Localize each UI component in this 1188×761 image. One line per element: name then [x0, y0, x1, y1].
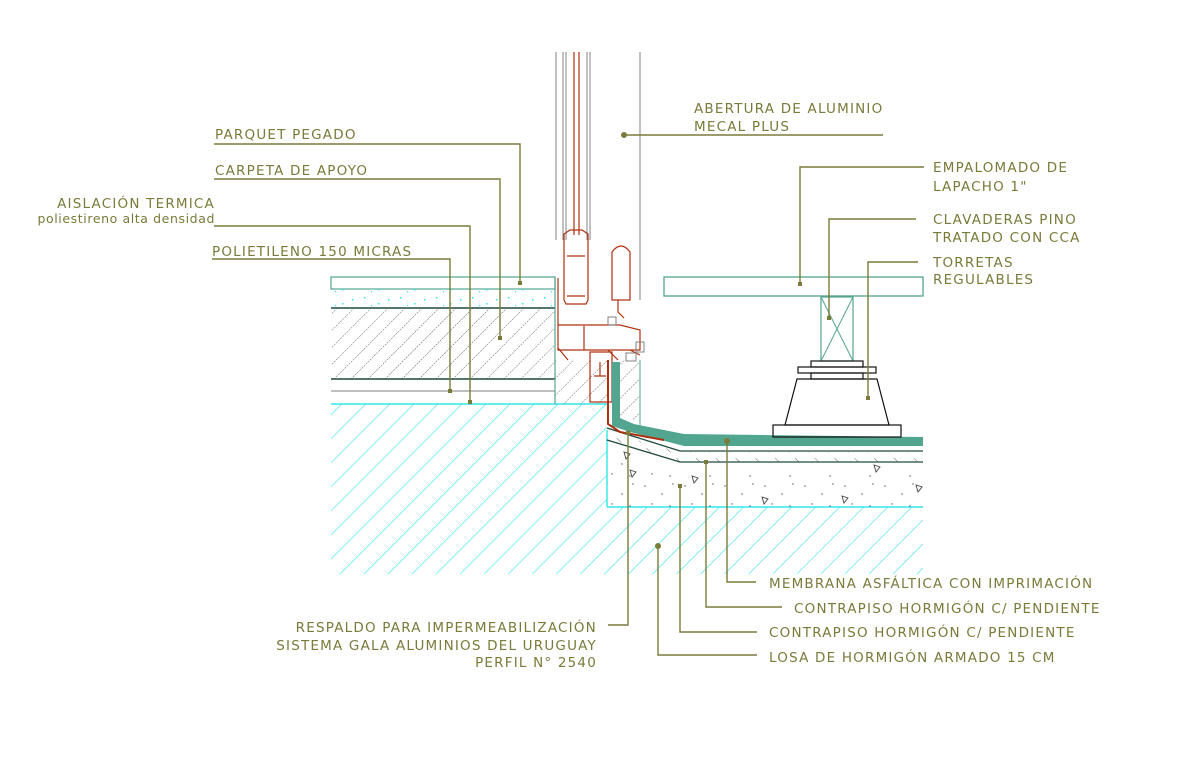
asphalt-membrane	[607, 360, 923, 446]
label-empalomado-1: EMPALOMADO DE	[933, 160, 1068, 176]
label-torretas-2: REGULABLES	[933, 272, 1034, 288]
leaders-left	[212, 143, 522, 404]
slab-losa	[331, 403, 923, 574]
label-empalomado-2: LAPACHO 1"	[933, 179, 1028, 195]
leaders-right	[621, 132, 924, 400]
label-abertura-2: MECAL PLUS	[694, 119, 790, 135]
exterior-screeds	[606, 427, 923, 507]
label-respaldo-1: RESPALDO PARA IMPERMEABILIZACIÓN	[296, 618, 597, 636]
interior-floor-layers	[330, 276, 607, 404]
leaders-bottom	[608, 430, 782, 656]
label-clavaderas-1: CLAVADERAS PINO	[933, 212, 1077, 228]
label-aislacion-sub: poliestireno alta densidad	[37, 211, 215, 226]
label-polietileno: POLIETILENO 150 MICRAS	[212, 244, 412, 260]
aluminium-window-frame	[555, 52, 645, 430]
label-respaldo-3: PERFIL N° 2540	[475, 655, 597, 671]
label-contrapiso-a: CONTRAPISO HORMIGÓN C/ PENDIENTE	[794, 599, 1101, 617]
label-membrana: MEMBRANA ASFÁLTICA CON IMPRIMACIÓN	[769, 574, 1093, 592]
label-losa: LOSA DE HORMIGÓN ARMADO 15 CM	[769, 648, 1056, 666]
label-abertura-1: ABERTURA DE ALUMINIO	[694, 101, 883, 117]
label-parquet: PARQUET PEGADO	[215, 127, 357, 143]
label-contrapiso-b: CONTRAPISO HORMIGÓN C/ PENDIENTE	[769, 623, 1076, 641]
label-respaldo-2: SISTEMA GALA ALUMINIOS DEL URUGUAY	[276, 638, 597, 654]
label-torretas-1: TORRETAS	[932, 255, 1014, 271]
label-clavaderas-2: TRATADO CON CCA	[932, 230, 1081, 246]
label-aislacion-title: AISLACIÓN TERMICA	[57, 194, 215, 212]
labels: PARQUET PEGADO CARPETA DE APOYO AISLACIÓ…	[37, 101, 1101, 671]
label-carpeta: CARPETA DE APOYO	[215, 163, 368, 179]
deck-assembly	[663, 276, 924, 438]
